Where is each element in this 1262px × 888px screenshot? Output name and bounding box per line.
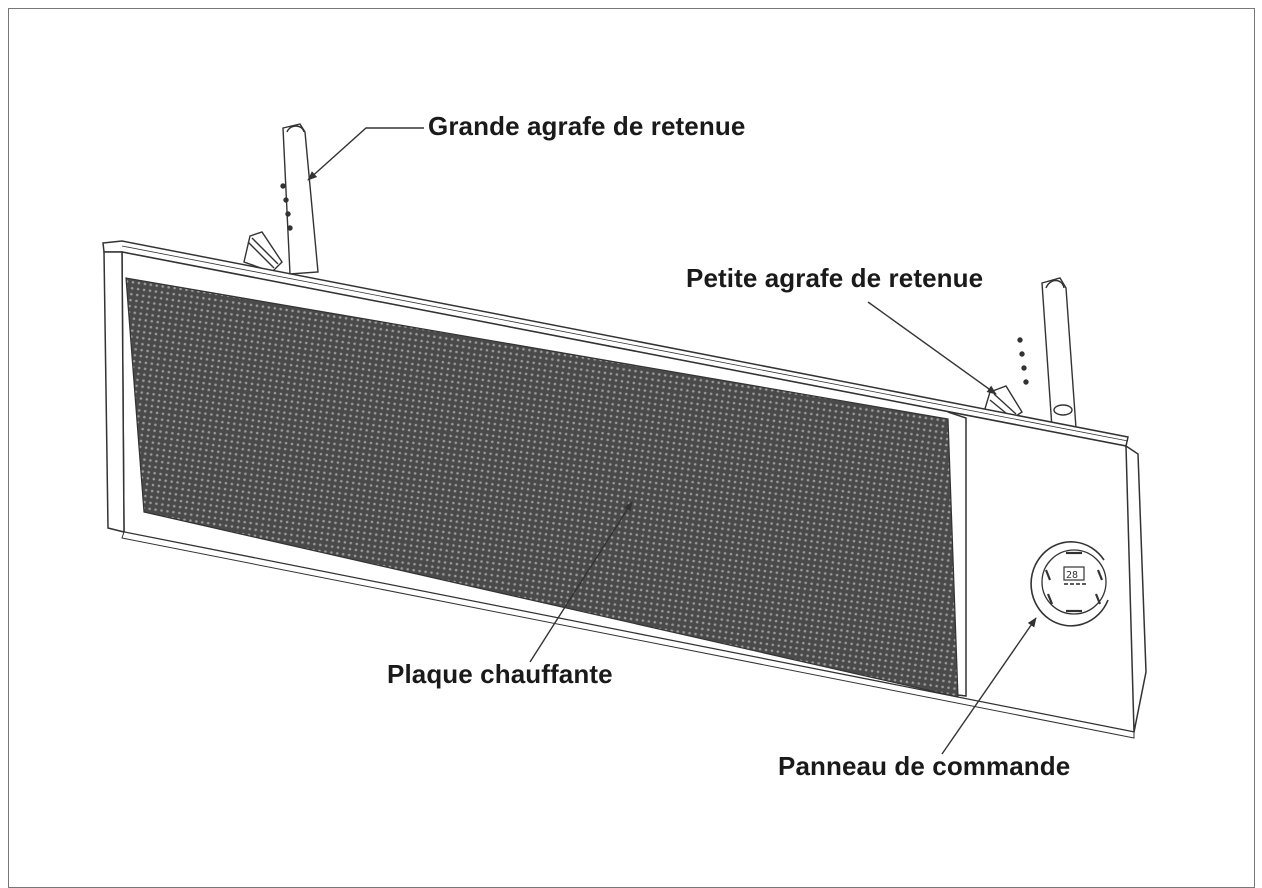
leader-heating-plate — [529, 501, 633, 663]
large-retention-clip — [243, 123, 319, 275]
leader-control-panel — [941, 617, 1037, 755]
svg-text:28: 28 — [1066, 570, 1078, 581]
label-large-retention-clip: Grande agrafe de retenue — [428, 111, 746, 141]
leader-lines — [307, 127, 1037, 755]
heating-plate-mesh — [125, 277, 959, 698]
label-control-panel: Panneau de commande — [778, 751, 1071, 781]
leader-small-clip — [867, 301, 997, 395]
label-small-retention-clip: Petite agrafe de retenue — [686, 263, 984, 293]
control-panel: 28 — [1030, 541, 1109, 627]
heater-diagram: 28 — [102, 123, 1147, 755]
label-heating-plate: Plaque chauffante — [387, 659, 613, 689]
small-retention-clip — [983, 277, 1077, 429]
leader-large-clip — [307, 127, 424, 181]
